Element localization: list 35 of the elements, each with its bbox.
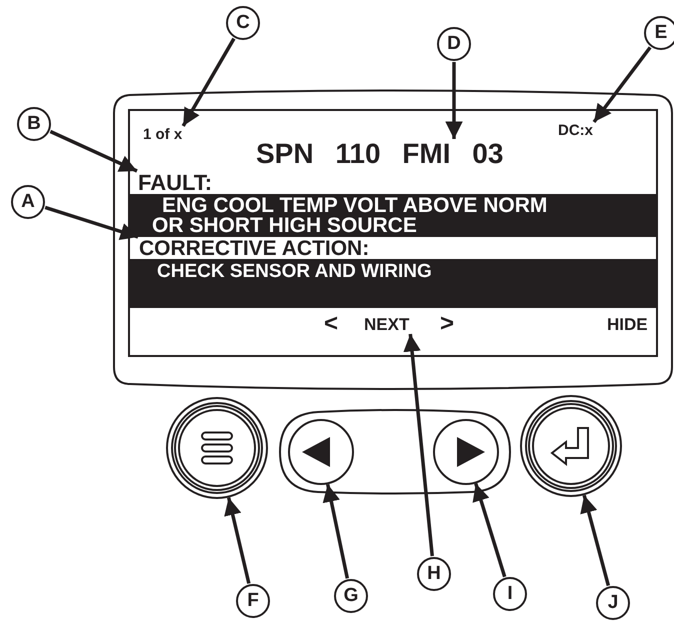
fault-code: SPN 110 FMI 03 [256,140,504,168]
nav-chevron: < [324,312,338,336]
callout-letter: D [437,27,471,61]
count-label: DC:x [558,123,594,138]
leader-line [322,484,350,579]
enter-button [519,394,623,498]
leader-line [403,334,434,556]
right-button [432,418,500,486]
page-counter: 1 of x [143,127,182,142]
callout-letter: F [236,584,270,618]
leader-line [50,130,138,173]
callout-letter: A [11,185,45,219]
softkey-label: NEXT [364,316,410,333]
leader-line [472,483,506,578]
left-button [287,418,355,486]
callout-letter: B [17,107,51,141]
leader-line [182,38,236,127]
fault-description: ENG COOL TEMP VOLT ABOVE NORM OR SHORT HIGH SOURCE [152,196,548,236]
action-description: CHECK SENSOR AND WIRING [157,262,432,281]
callout-letter: J [596,586,630,620]
leader-line [224,497,251,584]
nav-chevron: > [440,312,454,336]
callout-letter: E [644,16,674,50]
section-heading: FAULT: [138,172,212,194]
callout-letter: G [334,579,368,613]
callout-letter: I [493,577,527,611]
menu-button [165,396,269,500]
callout-letter: H [417,557,451,591]
section-heading: CORRECTIVE ACTION: [139,238,370,259]
leader-line [44,206,139,240]
leader-line [592,46,652,124]
leader-line [445,62,463,139]
callout-letter: C [226,6,260,40]
softkey-label: HIDE [607,316,648,333]
leader-line [580,494,610,586]
